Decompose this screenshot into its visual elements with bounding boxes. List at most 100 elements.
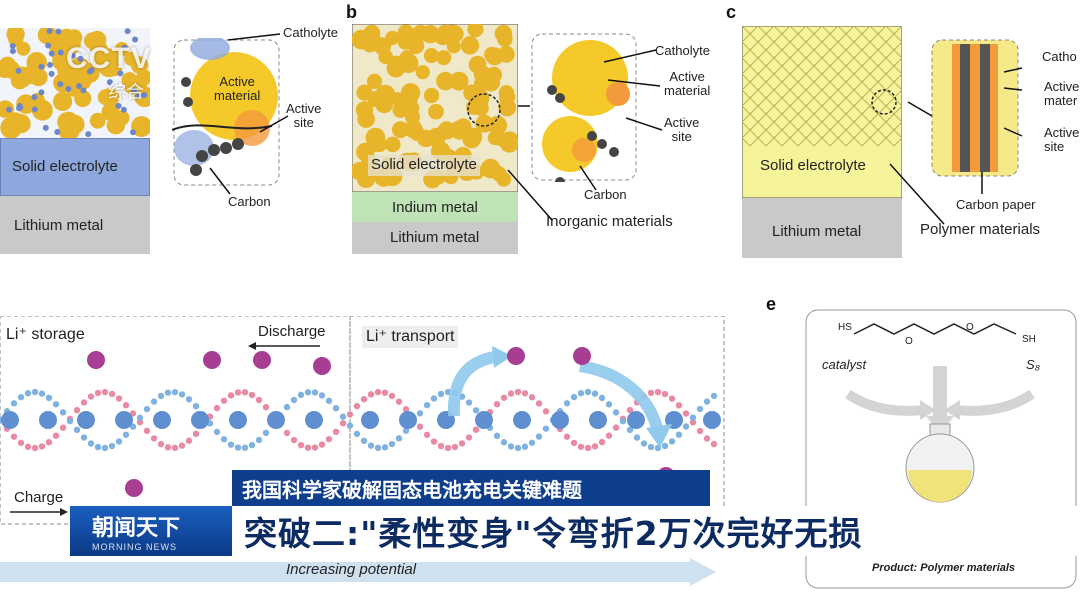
- electrolyte-particle: [124, 28, 131, 35]
- helix-bead: [220, 436, 228, 443]
- helix-bead: [304, 389, 312, 396]
- show-logo: 朝闻天下 MORNING NEWS: [70, 506, 232, 556]
- helix-bead: [577, 390, 585, 397]
- helix-bead: [570, 393, 578, 401]
- panel-c-arrows: [889, 67, 1023, 225]
- helix-bead: [157, 440, 165, 448]
- active-particle: [387, 55, 405, 73]
- helix-bead: [185, 396, 193, 403]
- helix-bead: [423, 401, 431, 409]
- electrolyte-particle: [54, 129, 61, 136]
- helix-bead: [640, 440, 648, 447]
- helix-bead: [675, 431, 683, 438]
- helix-bead: [416, 423, 424, 430]
- active-particle: [407, 37, 425, 54]
- active-particle: [391, 121, 409, 139]
- helix-bead: [290, 436, 298, 444]
- helix-bead: [45, 438, 53, 446]
- electrolyte-particle: [65, 85, 72, 92]
- panel-e-letter: e: [766, 294, 777, 314]
- electrolyte-particle: [115, 102, 122, 109]
- panel-b-catholyte: Catholyte: [655, 43, 710, 58]
- panel-a-electrolyte-label: Solid electrolyte: [12, 158, 118, 175]
- helix-bead: [136, 414, 144, 421]
- li-ion-icon: [125, 479, 143, 497]
- helix-bead: [80, 399, 88, 406]
- helix-bead: [430, 438, 438, 445]
- lis-node: [627, 411, 645, 429]
- helix-bead: [59, 409, 67, 416]
- panel-b-electrolyte-label: Solid electrolyte: [368, 155, 480, 176]
- cctv-channel: 综合: [108, 82, 144, 103]
- electrolyte-particle: [130, 129, 137, 136]
- panel-b-active-site: Active site: [664, 115, 700, 145]
- panel-a-particles: [0, 28, 150, 138]
- helix-bead: [87, 440, 95, 447]
- helix-bead: [542, 408, 550, 415]
- helix-bead: [416, 410, 424, 417]
- helix-bead: [542, 425, 550, 432]
- helix-bead: [668, 438, 676, 445]
- helix-bead: [38, 443, 46, 450]
- helix-bead: [332, 428, 340, 436]
- active-particle: [392, 102, 409, 118]
- helix-bead: [31, 444, 39, 452]
- helix-bead: [437, 390, 445, 398]
- electrolyte-particle: [45, 42, 52, 49]
- lis-node: [475, 411, 493, 429]
- cctv-logo: CCTV: [66, 42, 152, 76]
- panel-d-discharge: Discharge: [258, 323, 326, 340]
- panel-a-lithium-label: Lithium metal: [14, 217, 104, 234]
- active-particle: [11, 114, 31, 134]
- helix-bead: [654, 388, 662, 396]
- active-particle: [449, 71, 469, 91]
- electrolyte-particle: [57, 81, 64, 88]
- helix-bead: [24, 443, 32, 450]
- lis-node: [305, 411, 323, 429]
- show-title: 朝闻天下: [92, 516, 181, 541]
- helix-bead: [73, 426, 81, 434]
- electrolyte-particle: [48, 50, 55, 57]
- helix-bead: [668, 395, 676, 402]
- active-particle: [74, 89, 92, 108]
- active-particle: [471, 89, 490, 108]
- helix-bead: [297, 441, 305, 449]
- helix-bead: [101, 388, 109, 396]
- helix-bead: [213, 428, 221, 436]
- active-particle: [419, 131, 435, 147]
- active-particle: [8, 31, 24, 47]
- helix-bead: [332, 404, 340, 412]
- helix-bead: [241, 444, 249, 451]
- active-particle: [57, 112, 77, 132]
- electrolyte-particle: [131, 87, 138, 94]
- helix-bead: [17, 439, 25, 447]
- active-particle: [467, 24, 484, 38]
- helix-bead: [283, 429, 291, 437]
- helix-bead: [360, 395, 368, 403]
- helix-bead: [493, 400, 501, 408]
- panel-e-s8: S₈: [1026, 357, 1041, 372]
- active-particle: [384, 136, 401, 153]
- helix-bead: [647, 443, 655, 451]
- news-subtitle: 突破二:"柔性变身"令弯折2万次完好无损: [232, 506, 1080, 556]
- lis-node: [191, 411, 209, 429]
- helix-bead: [584, 388, 592, 396]
- helix-bead: [290, 396, 298, 404]
- helix-bead: [388, 440, 396, 448]
- helix-bead: [472, 426, 480, 433]
- helix-bead: [52, 432, 60, 439]
- helix-bead: [227, 392, 235, 399]
- helix-bead: [353, 430, 361, 438]
- helix-bead: [262, 429, 270, 437]
- helix-bead: [458, 440, 466, 447]
- lis-node: [551, 411, 569, 429]
- helix-bead: [626, 426, 634, 434]
- active-particle: [89, 112, 106, 129]
- electrolyte-particle: [117, 70, 124, 77]
- active-particle: [497, 45, 515, 63]
- helix-bead: [164, 389, 172, 396]
- active-particle: [487, 115, 508, 136]
- helix-bead: [528, 394, 536, 401]
- electrolyte-particle: [135, 93, 142, 100]
- helix-bead: [507, 443, 515, 450]
